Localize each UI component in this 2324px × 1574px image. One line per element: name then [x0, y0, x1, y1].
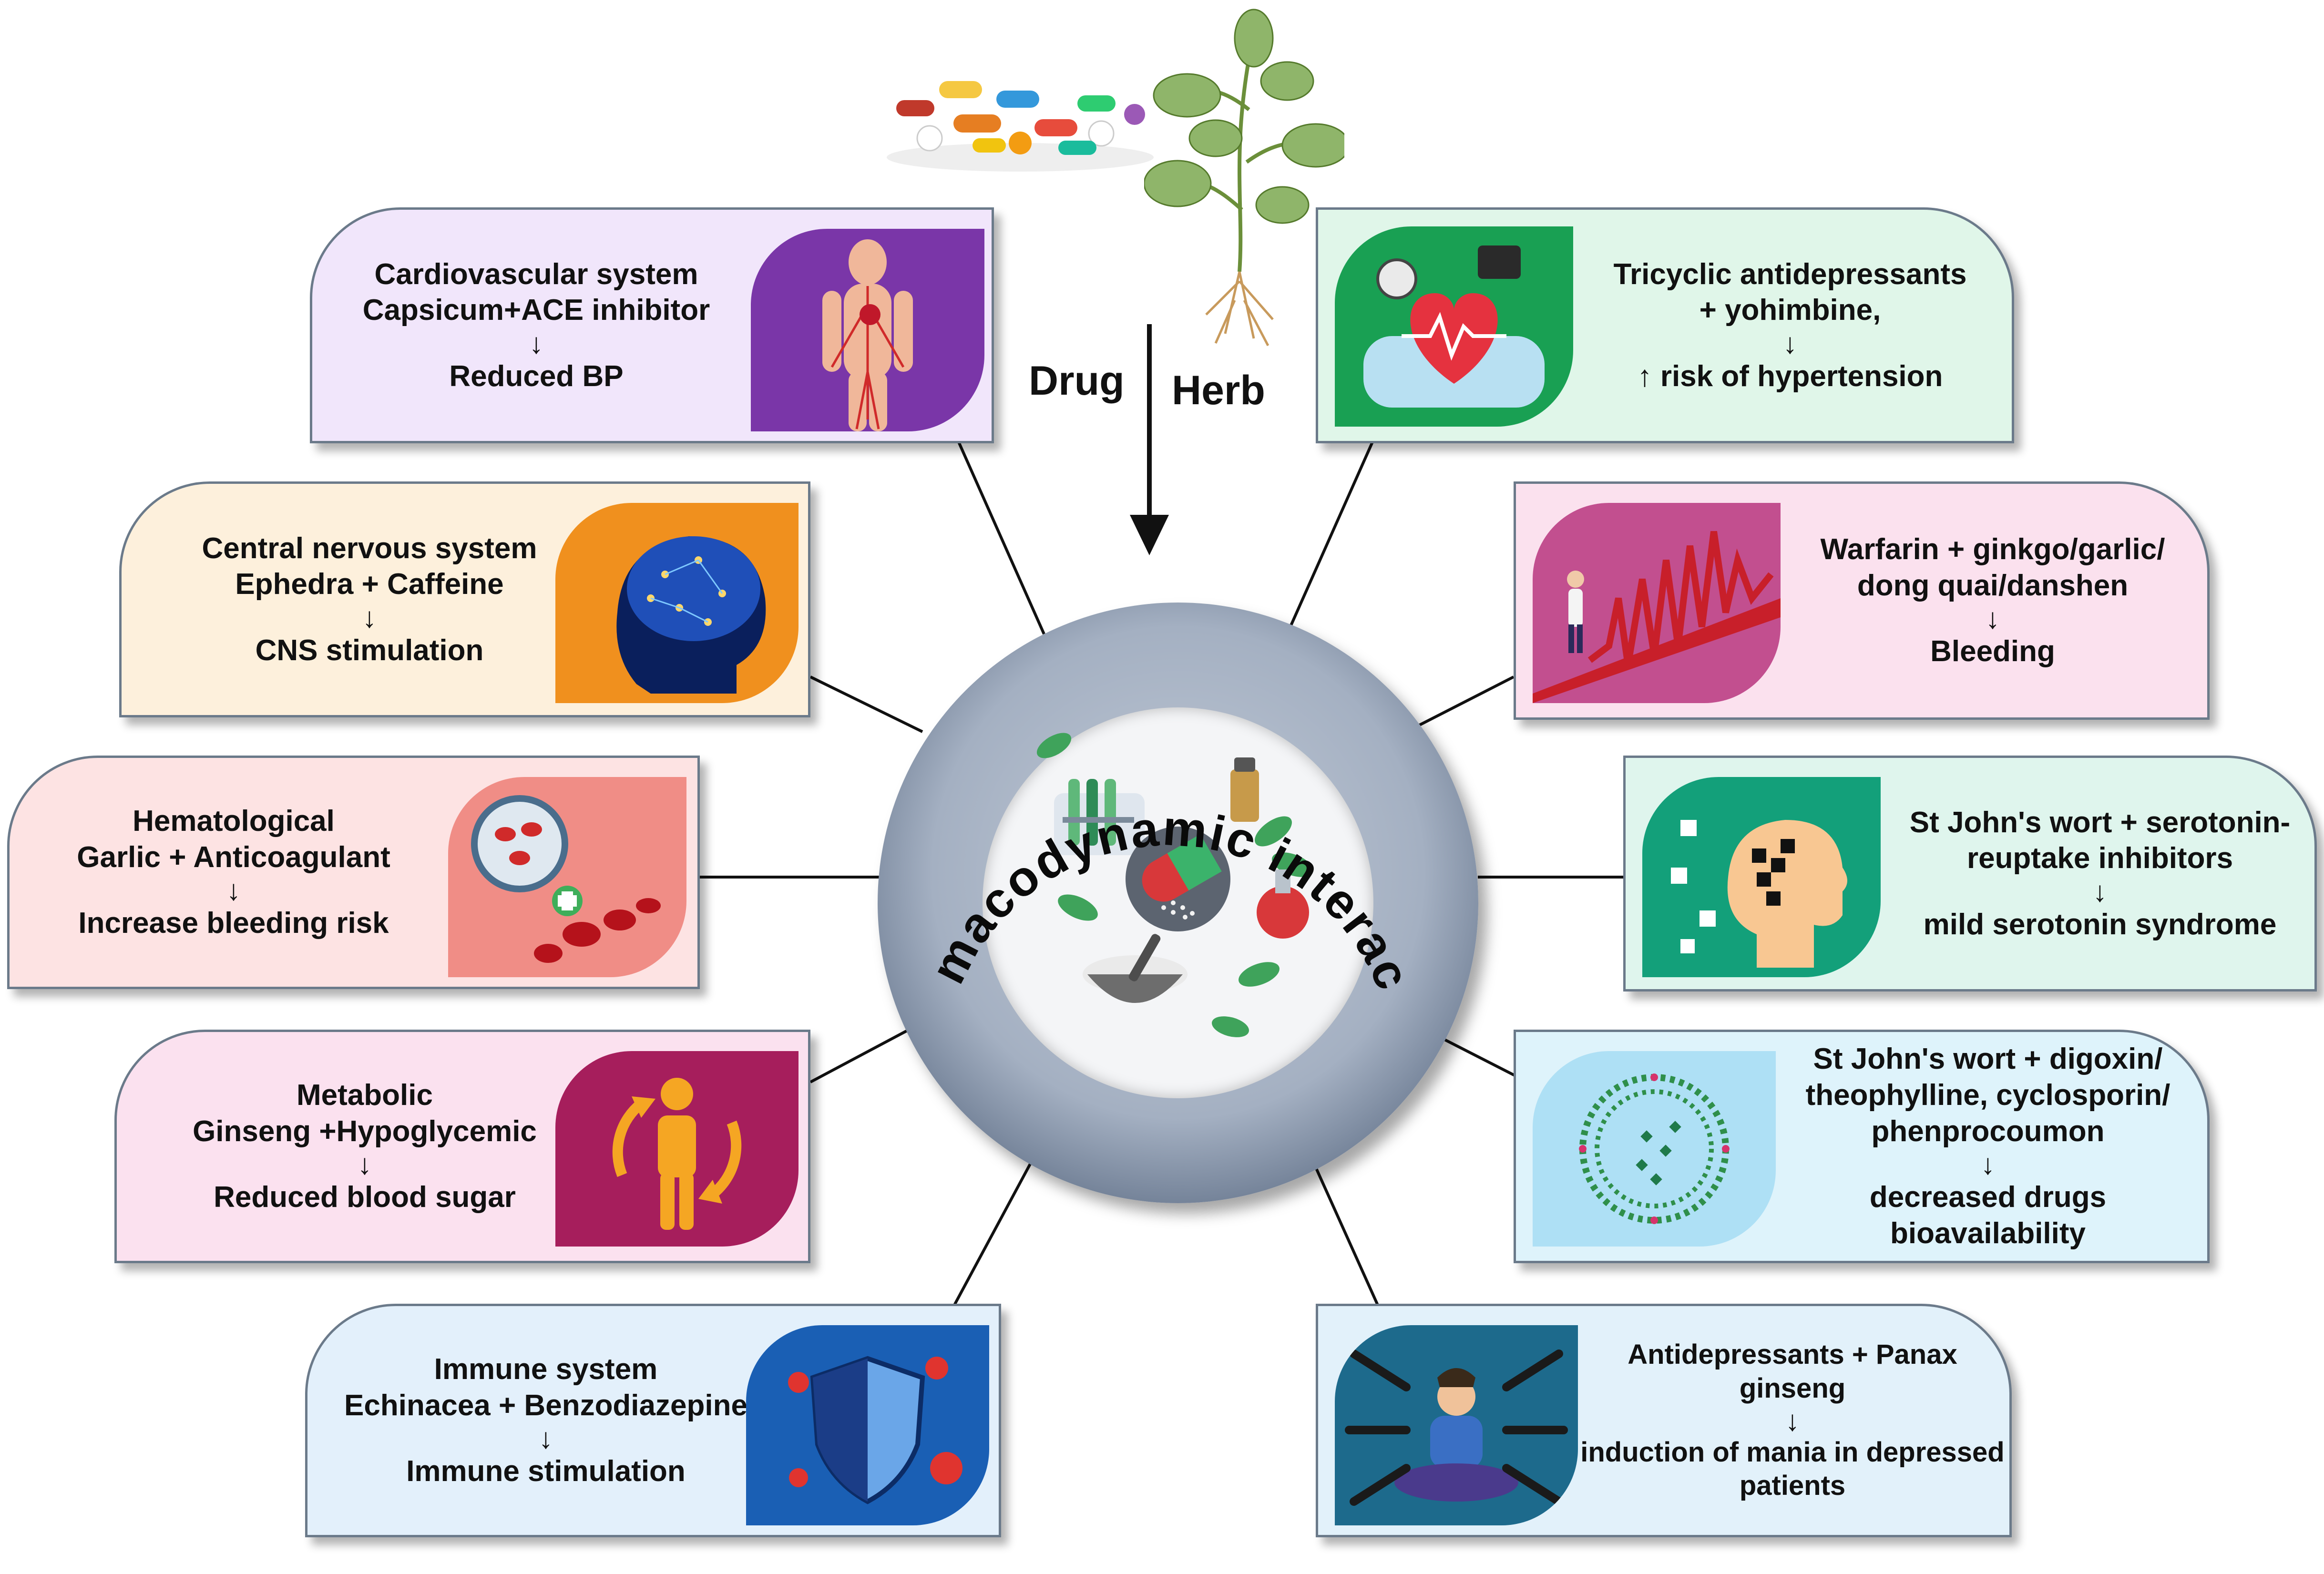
down-arrow-icon: ↓ — [226, 874, 241, 907]
card-hematological-effect: Increase bleeding risk — [78, 907, 389, 940]
card-cardiovascular: Cardiovascular system Capsicum+ACE inhib… — [310, 207, 994, 443]
card-cns-combo: Ephedra + Caffeine — [235, 568, 504, 601]
immune-shield-icon — [746, 1325, 989, 1525]
down-arrow-icon: ↓ — [539, 1422, 553, 1455]
card-metabolic: Metabolic Ginseng +Hypoglycemic ↓ Reduce… — [114, 1030, 810, 1263]
card-hematological: Hematological Garlic + Anticoagulant ↓ I… — [7, 756, 700, 989]
down-arrow-icon: ↓ — [529, 327, 543, 359]
card-immune-system: Immune system — [434, 1353, 658, 1386]
down-arrow-icon: ↓ — [358, 1148, 372, 1181]
card-metabolic-system: Metabolic — [297, 1079, 433, 1112]
card-cardiovascular-combo: Capsicum+ACE inhibitor — [362, 294, 710, 327]
card-digoxin-line2: theophylline, cyclosporin/ — [1805, 1079, 2170, 1112]
hub-title: Pharmacodynamic interactions — [878, 603, 1420, 999]
card-cns: Central nervous system Ephedra + Caffein… — [119, 481, 810, 717]
bleeding-ecg-icon — [1533, 503, 1781, 703]
svg-text:Pharmacodynamic interactions: Pharmacodynamic interactions — [878, 603, 1422, 999]
card-cardiovascular-system: Cardiovascular system — [374, 257, 698, 291]
card-tricyclic: Tricyclic antidepressants + yohimbine, ↓… — [1316, 207, 2014, 443]
down-arrow-icon: ↓ — [1783, 327, 1797, 359]
card-digoxin-effect2: bioavailability — [1890, 1216, 2086, 1250]
card-warfarin-line2: dong quai/danshen — [1857, 569, 2129, 602]
card-digoxin-effect1: decreased drugs — [1869, 1181, 2107, 1214]
circulatory-system-icon — [751, 229, 984, 431]
herb-label: Herb — [1172, 368, 1265, 413]
card-ginseng-line1: Antidepressants + Panax ginseng — [1628, 1339, 1957, 1404]
hub-inner-circle — [983, 707, 1373, 1098]
card-metabolic-combo: Ginseng +Hypoglycemic — [193, 1114, 537, 1148]
card-digoxin-line3: phenprocoumon — [1871, 1114, 2105, 1148]
up-arrow-icon: ↑ — [1637, 359, 1660, 393]
head-puzzle-icon — [1642, 777, 1881, 977]
card-ssri-effect: mild serotonin syndrome — [1923, 908, 2277, 941]
brain-scan-icon — [555, 503, 799, 703]
blood-pressure-heart-icon — [1335, 226, 1573, 427]
card-warfarin: Warfarin + ginkgo/garlic/ dong quai/dans… — [1514, 481, 2210, 720]
down-arrow-icon: ↓ — [1981, 1148, 1995, 1181]
card-ssri-line1: St John's wort + serotonin- — [1909, 806, 2291, 839]
card-warfarin-effect: Bleeding — [1930, 635, 2055, 668]
card-hematological-system: Hematological — [133, 805, 335, 838]
card-immune-combo: Echinacea + Benzodiazepine — [344, 1389, 747, 1422]
metabolism-person-icon — [555, 1051, 799, 1247]
down-arrow-icon: ↓ — [1986, 603, 2000, 635]
card-hematological-combo: Garlic + Anticoagulant — [77, 840, 390, 874]
card-digoxin-line1: St John's wort + digoxin/ — [1813, 1043, 2163, 1076]
hub-title-ring: Pharmacodynamic interactions — [878, 603, 1422, 999]
card-digoxin: St John's wort + digoxin/ theophylline, … — [1514, 1030, 2210, 1263]
card-ginseng-effect1: induction of mania in depressed — [1580, 1436, 2005, 1468]
card-ssri: St John's wort + serotonin- reuptake inh… — [1623, 756, 2317, 991]
drug-label: Drug — [1029, 358, 1125, 404]
card-ssri-line2: reuptake inhibitors — [1966, 842, 2233, 875]
card-metabolic-effect: Reduced blood sugar — [214, 1181, 516, 1214]
hub-illustration — [1036, 733, 1313, 1037]
card-immune-effect: Immune stimulation — [406, 1455, 686, 1488]
card-cns-system: Central nervous system — [202, 531, 537, 565]
card-immune: Immune system Echinacea + Benzodiazepine… — [305, 1304, 1001, 1537]
card-cns-effect: CNS stimulation — [255, 634, 484, 667]
pills-illustration — [887, 81, 1154, 172]
card-ginseng: Antidepressants + Panax ginseng ↓ induct… — [1316, 1304, 2012, 1537]
card-warfarin-line1: Warfarin + ginkgo/garlic/ — [1820, 533, 2165, 566]
down-arrow-icon: ↓ — [2093, 875, 2107, 908]
card-cardiovascular-effect: Reduced BP — [449, 359, 624, 393]
liposome-particle-icon — [1533, 1051, 1776, 1247]
depressed-patient-icon — [1335, 1325, 1578, 1525]
blood-cells-icon — [448, 777, 686, 977]
card-ginseng-effect2: patients — [1739, 1470, 1846, 1502]
herb-plant-illustration — [1144, 9, 1344, 347]
card-tricyclic-effect: risk of hypertension — [1660, 359, 1943, 393]
card-tricyclic-line1: Tricyclic antidepressants — [1613, 257, 1967, 291]
card-tricyclic-line2: + yohimbine, — [1699, 294, 1881, 327]
down-arrow-icon: ↓ — [362, 601, 377, 634]
down-arrow-icon: ↓ — [1785, 1404, 1800, 1437]
